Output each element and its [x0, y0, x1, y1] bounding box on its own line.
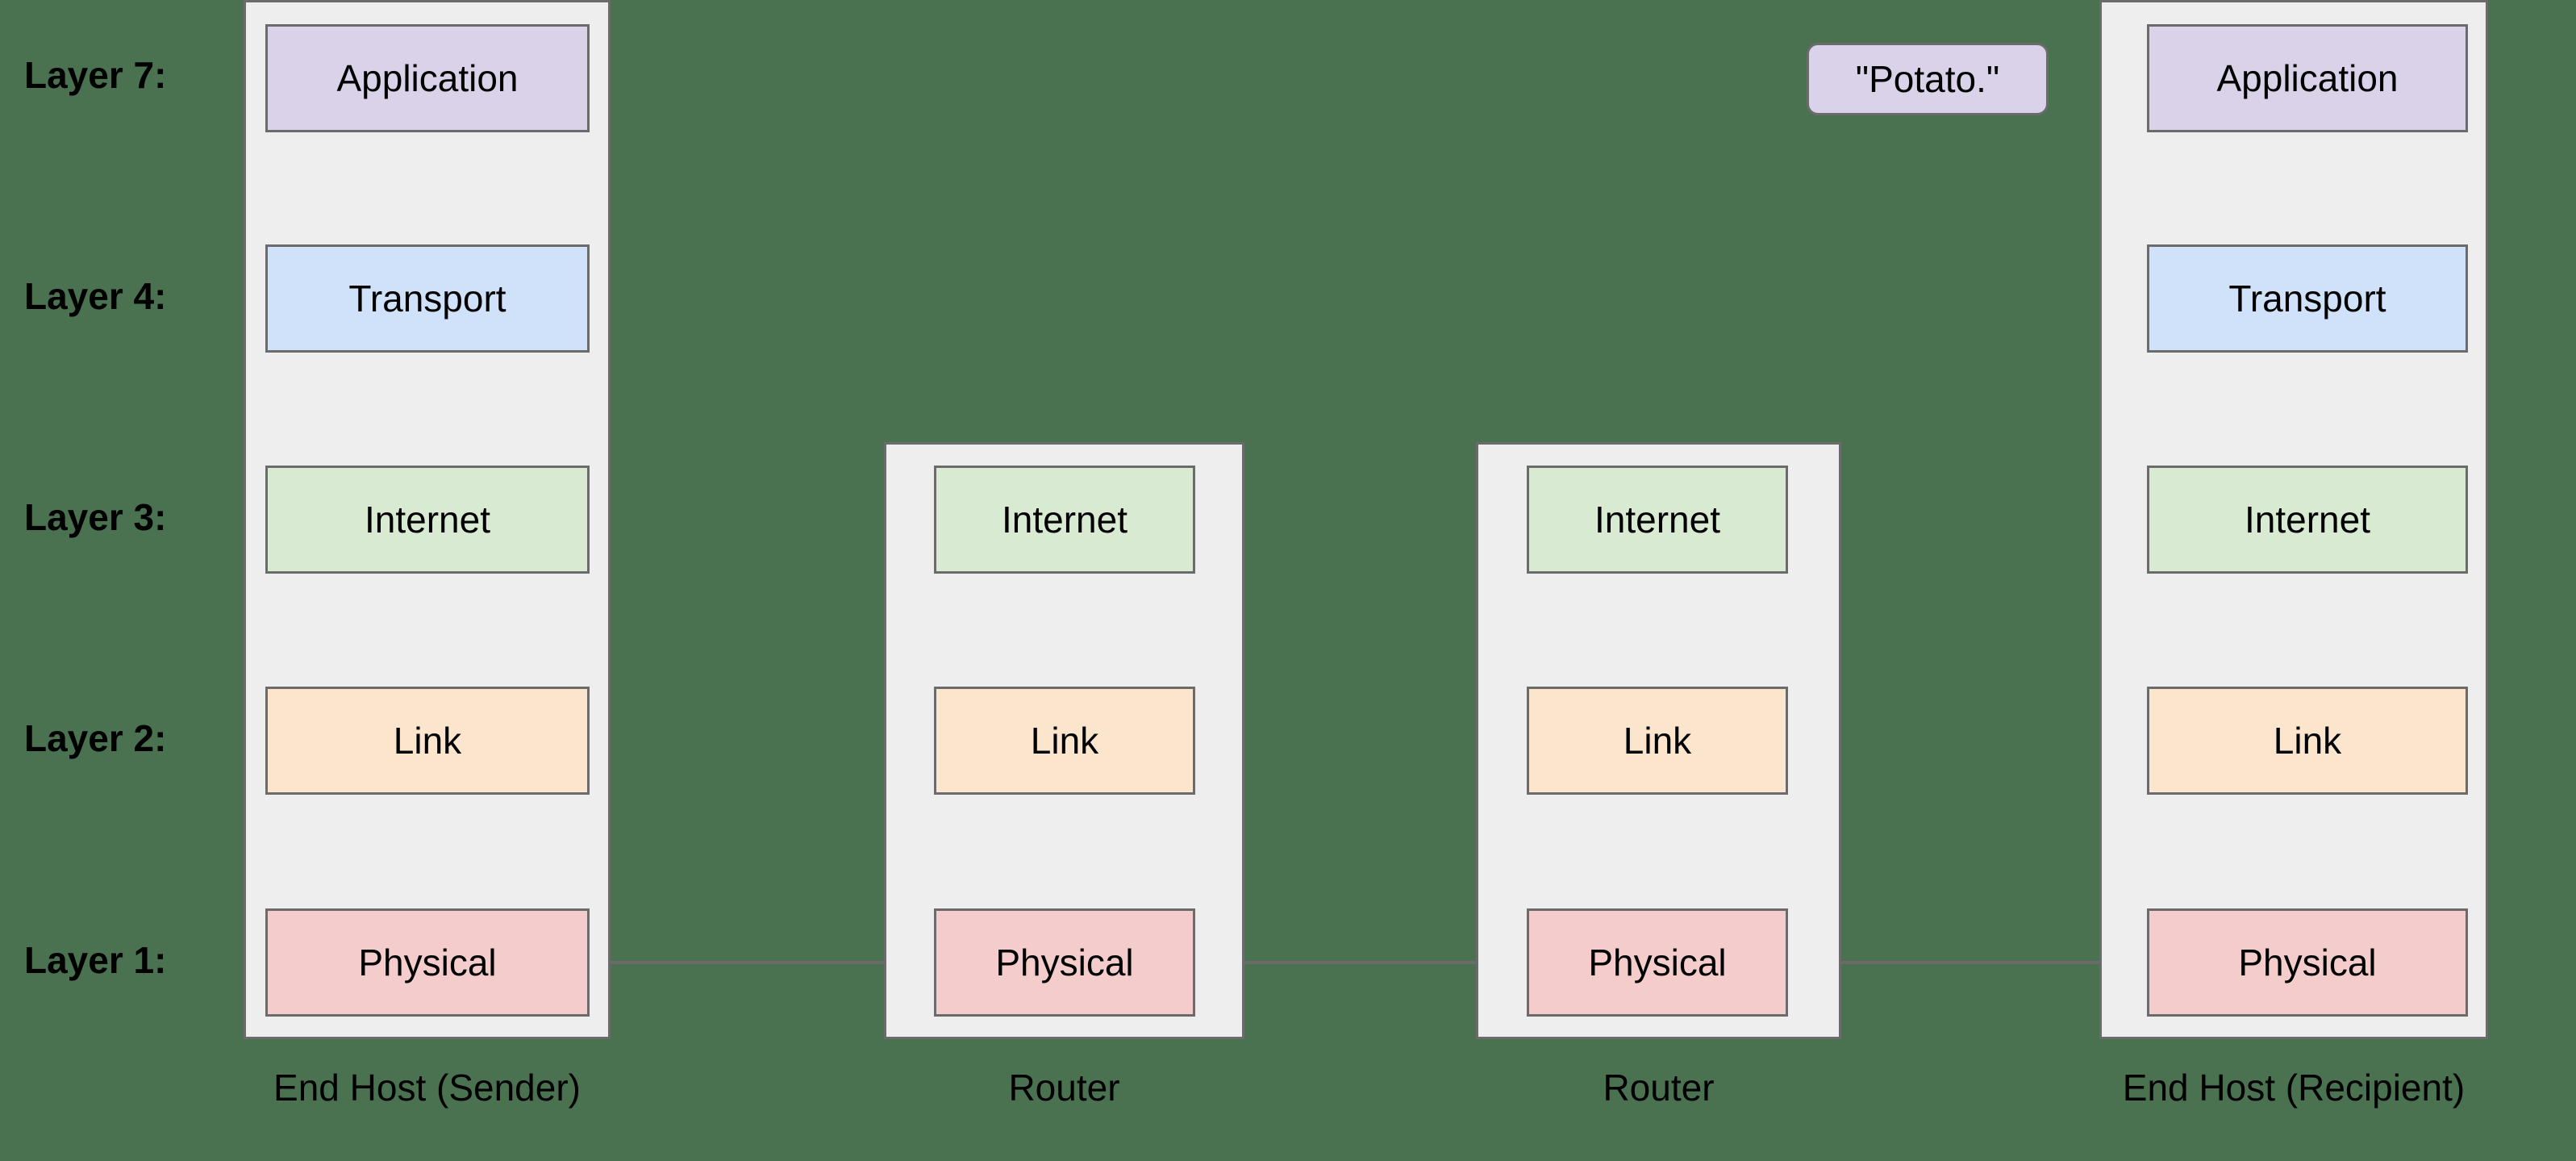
layer-box-sender-application[interactable]: Application: [265, 24, 590, 132]
layer-label-5: Layer 1:: [24, 939, 167, 981]
layer-box-sender-physical[interactable]: Physical: [265, 908, 590, 1017]
layer-box-sender-internet[interactable]: Internet: [265, 466, 590, 574]
layer-box-router-1-internet[interactable]: Internet: [934, 466, 1195, 574]
layer-box-router-2-link[interactable]: Link: [1527, 687, 1788, 795]
node-caption-router-1: Router: [1008, 1067, 1120, 1109]
layer-box-recipient-link[interactable]: Link: [2147, 687, 2468, 795]
layer-box-recipient-physical[interactable]: Physical: [2147, 908, 2468, 1017]
layer-box-recipient-transport[interactable]: Transport: [2147, 244, 2468, 353]
layer-box-router-2-internet[interactable]: Internet: [1527, 466, 1788, 574]
layer-box-router-1-link[interactable]: Link: [934, 687, 1195, 795]
layer-label-1: Layer 7:: [24, 54, 167, 96]
node-caption-router-2: Router: [1603, 1067, 1715, 1109]
layer-label-3: Layer 3:: [24, 496, 167, 538]
node-caption-sender: End Host (Sender): [273, 1067, 581, 1109]
message-bubble: "Potato.": [1807, 43, 2049, 115]
layer-label-4: Layer 2:: [24, 717, 167, 759]
layer-box-recipient-application[interactable]: Application: [2147, 24, 2468, 132]
layer-label-2: Layer 4:: [24, 275, 167, 317]
node-caption-recipient: End Host (Recipient): [2122, 1067, 2466, 1109]
layer-box-recipient-internet[interactable]: Internet: [2147, 466, 2468, 574]
layer-box-sender-link[interactable]: Link: [265, 687, 590, 795]
layer-box-router-1-physical[interactable]: Physical: [934, 908, 1195, 1017]
layer-box-sender-transport[interactable]: Transport: [265, 244, 590, 353]
layer-box-router-2-physical[interactable]: Physical: [1527, 908, 1788, 1017]
